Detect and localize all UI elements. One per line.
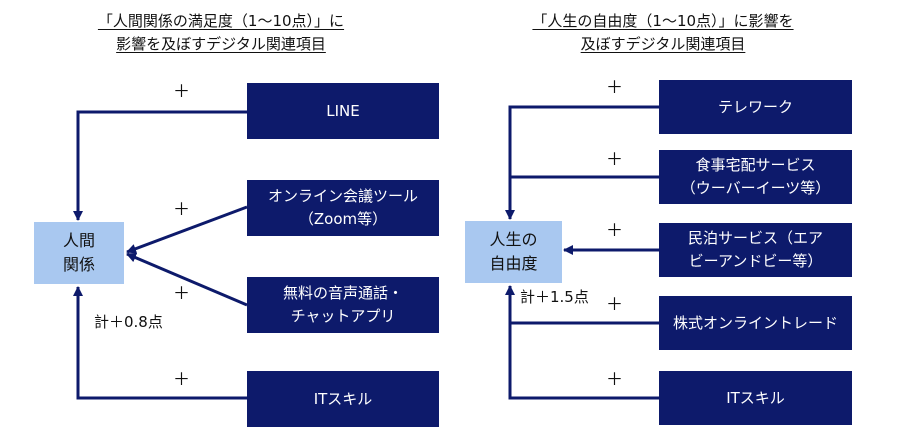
left-target-line2: 関係 [62,255,95,274]
arrow-line-left-1 [73,110,247,221]
right-factor-telework-text: テレワーク [717,97,793,116]
right-plus-1: ＋ [606,78,623,98]
right-total: 計＋1.5点 [520,288,589,306]
right-factor-telework: テレワーク [659,80,852,134]
right-factor-food-delivery-line2: （ウーバーイーツ等） [680,179,831,197]
left-factor-free-voice-chat-line1: 無料の音声通話・ [282,284,403,302]
left-plus-4: ＋ [173,370,190,390]
right-factor-private-lodging: 民泊サービス（エア ビーアンドビー等） [659,223,852,277]
right-factor-food-delivery: 食事宅配サービス （ウーバーイーツ等） [659,150,852,204]
right-factor-food-delivery-line1: 食事宅配サービス [695,156,816,174]
left-factor-online-meeting: オンライン会議ツール （Zoom等） [247,180,439,236]
left-factor-online-meeting-line1: オンライン会議ツール [267,187,418,205]
right-title: 「人生の自由度（1～10点）」に影響を 及ぼすデジタル関連項目 [478,10,848,56]
left-factor-free-voice-chat: 無料の音声通話・ チャットアプリ [247,277,439,333]
right-plus-4: ＋ [606,295,623,315]
left-factor-it-skill: ITスキル [247,371,439,427]
right-factor-private-lodging-line1: 民泊サービス（エア [687,229,823,247]
right-factor-it-skill-text: ITスキル [726,388,785,407]
right-title-line2: 及ぼすデジタル関連項目 [580,35,746,53]
left-plus-2: ＋ [173,200,190,220]
left-factor-online-meeting-line2: （Zoom等） [298,210,388,228]
right-title-line1: 「人生の自由度（1～10点）」に影響を [532,12,794,30]
left-factor-it-skill-text: ITスキル [313,389,373,408]
left-title-line2: 影響を及ぼすデジタル関連項目 [116,35,326,53]
left-target-line1: 人間 [62,231,95,250]
right-target-line1: 人生の [489,230,538,249]
left-total: 計＋0.8点 [94,313,163,331]
arrow-line-left-2 [126,205,248,254]
right-factor-online-stock-trading-text: 株式オンライントレード [672,313,838,332]
left-factor-free-voice-chat-line2: チャットアプリ [290,307,396,325]
right-plus-2: ＋ [606,150,623,170]
right-target-life-freedom: 人生の 自由度 [465,221,562,283]
left-factor-line-text: LINE [326,101,360,120]
left-plus-3: ＋ [173,284,190,304]
right-factor-private-lodging-line2: ビーアンドビー等） [688,252,823,270]
right-factor-online-stock-trading: 株式オンライントレード [659,296,852,350]
left-plus-1: ＋ [173,82,190,102]
left-target-relationships: 人間 関係 [34,222,124,284]
arrow-line-right-5 [505,285,659,400]
left-factor-line: LINE [247,83,439,139]
left-title-line1: 「人間関係の満足度（1～10点）」に [97,12,345,30]
right-target-line2: 自由度 [489,254,538,273]
right-plus-3: ＋ [606,221,623,241]
arrow-line-left-4 [73,286,247,400]
right-factor-it-skill: ITスキル [659,371,852,425]
arrow-line-left-3 [126,252,248,307]
right-plus-5: ＋ [606,370,623,390]
arrow-line-right-1 [505,105,659,220]
left-title: 「人間関係の満足度（1～10点）」に 影響を及ぼすデジタル関連項目 [56,10,386,56]
